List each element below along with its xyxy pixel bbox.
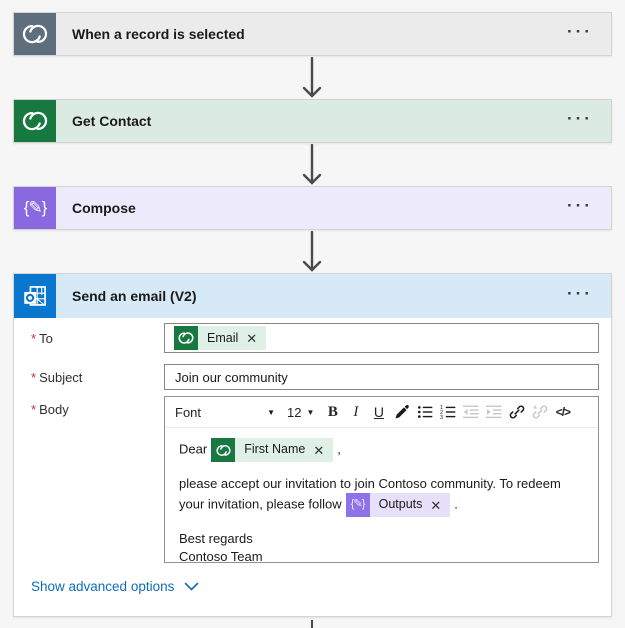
underline-button[interactable]: U (373, 404, 384, 420)
insert-link-button[interactable] (505, 400, 528, 424)
highlight-pen-button[interactable] (390, 400, 413, 424)
svg-text:2: 2 (440, 410, 443, 416)
link-icon (509, 405, 525, 419)
trigger-card-titlebar: When a record is selected ··· (56, 13, 611, 55)
trigger-card-menu-button[interactable]: ··· (567, 21, 593, 41)
indent-button[interactable] (482, 400, 505, 424)
send-email-titlebar: Send an email (V2) ··· (56, 274, 611, 318)
outlook-icon (14, 274, 56, 318)
send-email-menu-button[interactable]: ··· (567, 283, 593, 303)
italic-button[interactable]: I (353, 403, 359, 420)
pen-icon (395, 404, 409, 419)
code-view-button[interactable]: </> (555, 405, 571, 419)
compose-titlebar: Compose ··· (56, 187, 611, 229)
token-label: Email (207, 331, 239, 345)
connector-arrow (302, 57, 322, 98)
font-size-dropdown[interactable]: 12 ▼ (287, 404, 315, 420)
indent-icon (485, 405, 502, 419)
get-contact-title: Get Contact (72, 113, 152, 129)
numbered-list-icon: 123 (440, 405, 456, 420)
compose-icon: {✎} (14, 187, 56, 229)
compose-title: Compose (72, 200, 136, 216)
dynamic-token-first-name[interactable]: First Name ✕ (211, 438, 334, 462)
required-marker: * (31, 402, 37, 417)
remove-token-icon[interactable]: ✕ (246, 330, 258, 346)
dataverse-icon (174, 326, 198, 350)
compose-icon-glyph: {✎} (23, 198, 48, 217)
to-field-label: *To (31, 331, 53, 346)
subject-field-label: *Subject (31, 370, 83, 385)
compose-menu-button[interactable]: ··· (567, 195, 593, 215)
required-marker: * (31, 331, 37, 346)
bullet-list-button[interactable] (413, 400, 436, 424)
trigger-card-when-record-selected[interactable]: When a record is selected ··· (13, 12, 612, 56)
svg-text:3: 3 (440, 415, 443, 420)
svg-text:1: 1 (440, 405, 443, 411)
required-marker: * (31, 370, 37, 385)
body-field-label: *Body (31, 402, 69, 417)
compose-icon: {✎} (345, 493, 370, 518)
body-signoff: Best regards Contoso Team (179, 531, 263, 562)
connector-arrow (302, 144, 322, 185)
connector-arrow-stub (311, 620, 314, 628)
action-card-send-email: Send an email (V2) ··· *To Email ✕ *Subj… (13, 273, 612, 617)
chevron-down-icon (185, 582, 199, 591)
token-label: Outputs (378, 497, 423, 512)
remove-link-button[interactable] (528, 400, 551, 424)
show-advanced-options-link[interactable]: Show advanced options (31, 579, 199, 594)
trigger-card-title: When a record is selected (72, 26, 245, 42)
to-input[interactable]: Email ✕ (164, 323, 599, 353)
chevron-down-icon: ▼ (267, 407, 275, 417)
action-card-get-contact[interactable]: Get Contact ··· (13, 99, 612, 143)
token-label: First Name (244, 442, 306, 457)
remove-token-icon[interactable]: ✕ (313, 442, 325, 458)
outdent-icon (462, 405, 479, 419)
font-family-dropdown[interactable]: Font ▼ (175, 404, 275, 420)
body-paragraph: please accept our invitation to join Con… (179, 475, 584, 518)
bullet-list-icon (417, 406, 433, 418)
send-email-header[interactable]: Send an email (V2) ··· (14, 274, 611, 318)
subject-input[interactable]: Join our community (164, 364, 599, 390)
dataverse-icon (211, 438, 236, 462)
action-card-compose[interactable]: {✎} Compose ··· (13, 186, 612, 230)
remove-token-icon[interactable]: ✕ (430, 497, 442, 513)
dynamic-token-outputs[interactable]: {✎} Outputs ✕ (345, 493, 451, 518)
outdent-button[interactable] (459, 400, 482, 424)
dataverse-icon (14, 100, 56, 142)
get-contact-titlebar: Get Contact ··· (56, 100, 611, 142)
connector-arrow (302, 231, 322, 272)
dynamic-token-email[interactable]: Email ✕ (174, 326, 267, 350)
get-contact-menu-button[interactable]: ··· (567, 108, 593, 128)
dataverse-icon (14, 13, 56, 55)
unlink-icon (532, 405, 548, 419)
chevron-down-icon: ▼ (306, 407, 315, 417)
bold-button[interactable]: B (327, 403, 338, 420)
subject-value: Join our community (175, 369, 288, 385)
send-email-title: Send an email (V2) (72, 288, 197, 304)
